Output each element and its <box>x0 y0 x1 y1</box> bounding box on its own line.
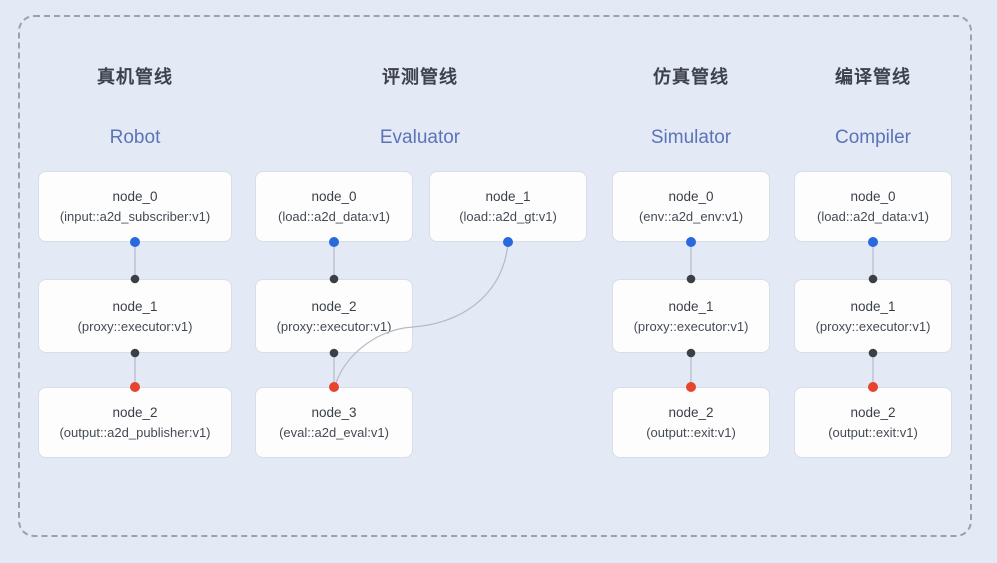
node-type: (proxy::executor:v1) <box>77 318 193 334</box>
node-type: (load::a2d_data:v1) <box>816 209 930 224</box>
node-name: node_2 <box>311 298 357 314</box>
node-box-simulator-node1: node_1 (proxy::executor:v1) <box>612 279 770 353</box>
pipeline-title-zh-robot: 真机管线 <box>97 67 173 87</box>
node-type: (env::a2d_env:v1) <box>638 209 744 224</box>
node-box-evaluator-node0: node_0 (load::a2d_data:v1) <box>255 171 413 242</box>
node-type: (proxy::executor:v1) <box>276 318 392 334</box>
node-name: node_2 <box>112 405 158 420</box>
node-box-simulator-node2: node_2 (output::exit:v1) <box>612 387 770 458</box>
node-box-robot-node2: node_2 (output::a2d_publisher:v1) <box>38 387 232 458</box>
node-box-evaluator-node1: node_1 (load::a2d_gt:v1) <box>429 171 587 242</box>
node-type: (proxy::executor:v1) <box>815 318 931 334</box>
pipeline-title-en-compiler: Compiler <box>834 127 912 148</box>
node-box-simulator-node0: node_0 (env::a2d_env:v1) <box>612 171 770 242</box>
node-type: (load::a2d_data:v1) <box>277 209 391 224</box>
node-name: node_1 <box>485 189 531 204</box>
dashed-border-frame <box>18 15 972 537</box>
node-name: node_2 <box>850 405 896 420</box>
node-box-robot-node1: node_1 (proxy::executor:v1) <box>38 279 232 353</box>
node-name: node_0 <box>850 189 896 204</box>
node-name: node_0 <box>311 189 357 204</box>
node-name: node_1 <box>668 298 714 314</box>
node-type: (proxy::executor:v1) <box>633 318 749 334</box>
node-name: node_1 <box>850 298 896 314</box>
node-box-compiler-node1: node_1 (proxy::executor:v1) <box>794 279 952 353</box>
pipeline-title-zh-simulator: 仿真管线 <box>653 67 729 87</box>
node-name: node_0 <box>668 189 714 204</box>
node-type: (output::a2d_publisher:v1) <box>59 425 211 440</box>
node-type: (output::exit:v1) <box>828 425 918 440</box>
pipeline-title-zh-compiler: 编译管线 <box>835 67 911 87</box>
node-name: node_3 <box>311 405 357 420</box>
node-name: node_1 <box>112 298 158 314</box>
pipeline-title-zh-evaluator: 评测管线 <box>382 67 458 87</box>
node-box-evaluator-node2: node_2 (proxy::executor:v1) <box>255 279 413 353</box>
node-box-compiler-node2: node_2 (output::exit:v1) <box>794 387 952 458</box>
node-name: node_0 <box>112 189 158 204</box>
node-box-evaluator-node3: node_3 (eval::a2d_eval:v1) <box>255 387 413 458</box>
node-box-robot-node0: node_0 (input::a2d_subscriber:v1) <box>38 171 232 242</box>
node-box-compiler-node0: node_0 (load::a2d_data:v1) <box>794 171 952 242</box>
node-type: (input::a2d_subscriber:v1) <box>59 209 211 224</box>
pipeline-title-en-evaluator: Evaluator <box>379 127 461 148</box>
node-type: (eval::a2d_eval:v1) <box>279 425 389 440</box>
node-name: node_2 <box>668 405 714 420</box>
pipeline-title-en-robot: Robot <box>109 127 161 148</box>
pipeline-title-en-simulator: Simulator <box>650 127 732 148</box>
node-type: (load::a2d_gt:v1) <box>459 209 557 224</box>
node-type: (output::exit:v1) <box>646 425 736 440</box>
